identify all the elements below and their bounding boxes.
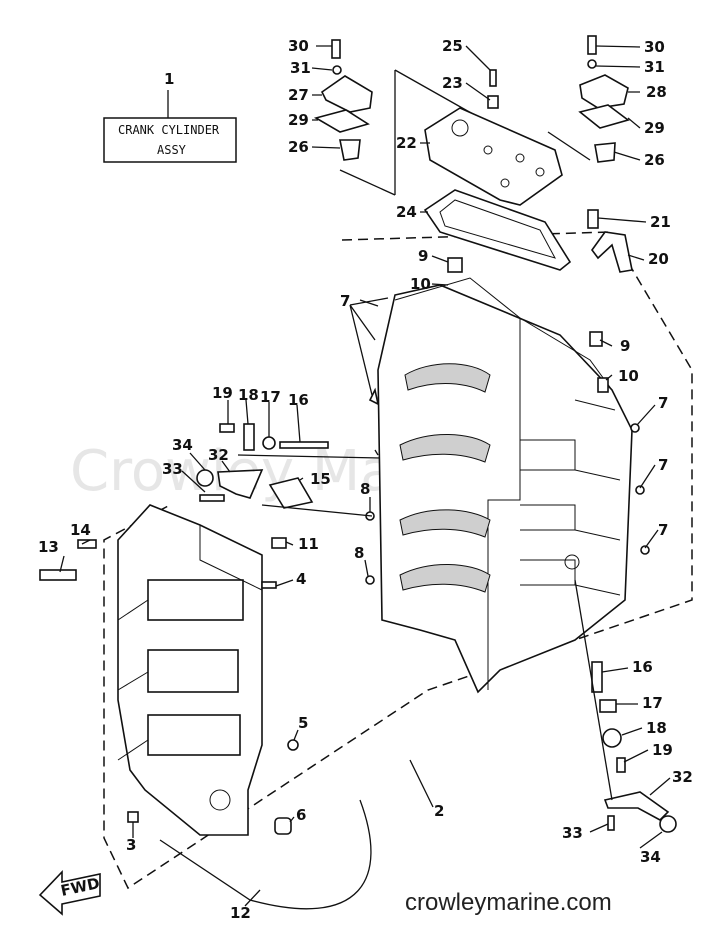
callout-17-top: 17 xyxy=(260,388,281,406)
callout-5: 5 xyxy=(298,714,308,732)
fwd-arrow: FWD xyxy=(38,870,101,916)
callout-7-r2: 7 xyxy=(658,456,668,474)
callout-25: 25 xyxy=(442,37,463,55)
anode-bracket xyxy=(487,69,633,273)
callout-7-r3: 7 xyxy=(658,521,668,539)
callout-3: 3 xyxy=(126,836,136,854)
footer-site-name: crowleymarine.com xyxy=(405,889,612,916)
callout-22: 22 xyxy=(396,134,417,152)
callout-18-bottom: 18 xyxy=(646,719,667,737)
callout-10-top: 10 xyxy=(410,275,431,293)
callout-17-bottom: 17 xyxy=(642,694,663,712)
title-line-2: ASSY xyxy=(157,143,187,157)
callout-19-bottom: 19 xyxy=(652,741,673,759)
callout-30-right: 30 xyxy=(644,38,665,56)
callout-12: 12 xyxy=(230,904,251,922)
callout-34-top: 34 xyxy=(172,436,193,454)
callout-8-top: 8 xyxy=(360,480,370,498)
callout-26-right: 26 xyxy=(644,151,665,169)
callout-28: 28 xyxy=(646,83,667,101)
callout-27: 27 xyxy=(288,86,309,104)
callout-18-top: 18 xyxy=(238,386,259,404)
callout-33-bottom: 33 xyxy=(562,824,583,842)
title-line-1: CRANK CYLINDER xyxy=(118,123,220,137)
callout-29-left: 29 xyxy=(288,111,309,129)
callout-23: 23 xyxy=(442,74,463,92)
cylinder-block xyxy=(117,504,263,836)
thermostat-housing-right xyxy=(578,35,630,163)
callout-32-bottom: 32 xyxy=(672,768,693,786)
callout-16-bottom: 16 xyxy=(632,658,653,676)
callout-20: 20 xyxy=(648,250,669,268)
callout-16-top: 16 xyxy=(288,391,309,409)
callout-7-left: 7 xyxy=(340,292,350,310)
callout-7-r1: 7 xyxy=(658,394,668,412)
callout-11: 11 xyxy=(298,535,319,553)
cover-plate xyxy=(424,107,563,206)
callout-labels: 30 31 27 29 26 25 23 22 24 30 31 28 29 2… xyxy=(38,37,693,922)
title-box: 1 CRANK CYLINDER ASSY xyxy=(103,70,237,163)
callout-30-left: 30 xyxy=(288,37,309,55)
callout-33-top: 33 xyxy=(162,460,183,478)
callout-32-top: 32 xyxy=(208,446,229,464)
callout-10-right: 10 xyxy=(618,367,639,385)
callout-2: 2 xyxy=(434,802,444,820)
callout-15: 15 xyxy=(310,470,331,488)
callout-34-bottom: 34 xyxy=(640,848,661,866)
callout-9-right: 9 xyxy=(620,337,630,355)
leader-lines xyxy=(59,45,671,907)
callout-24: 24 xyxy=(396,203,417,221)
callout-8-bottom: 8 xyxy=(354,544,364,562)
callout-29-right: 29 xyxy=(644,119,665,137)
callout-6: 6 xyxy=(296,806,306,824)
callout-26-left: 26 xyxy=(288,138,309,156)
title-callout-number: 1 xyxy=(164,70,174,88)
small-hardware xyxy=(39,387,677,910)
callout-14: 14 xyxy=(70,521,91,539)
cover-gasket xyxy=(423,189,572,271)
callout-19-top: 19 xyxy=(212,384,233,402)
crankcase xyxy=(377,257,633,694)
callout-4: 4 xyxy=(296,570,306,588)
callout-31-left: 31 xyxy=(290,59,311,77)
callout-9-top: 9 xyxy=(418,247,428,265)
thermostat-housing-left xyxy=(313,39,373,161)
callout-31-right: 31 xyxy=(644,58,665,76)
callout-21: 21 xyxy=(650,213,671,231)
callout-13: 13 xyxy=(38,538,59,556)
